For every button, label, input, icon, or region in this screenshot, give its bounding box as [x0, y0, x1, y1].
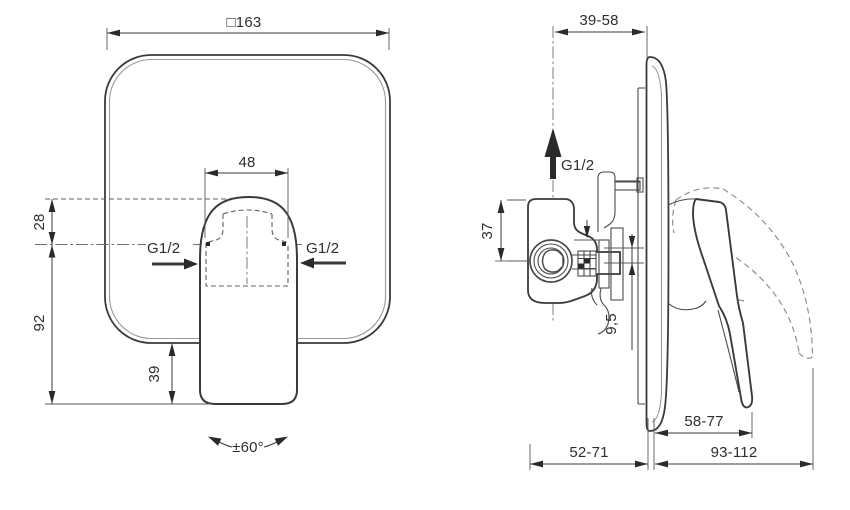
sleeve-grid-mark-2: [578, 263, 584, 269]
gap-reference-arrow-icon: [583, 226, 591, 238]
inlet-bore: [541, 249, 564, 273]
left-port-marker: [206, 242, 210, 246]
faceplate-side-inner-edge: [651, 65, 663, 423]
escutcheon-side-profile: [637, 56, 670, 432]
outlet-arrow-shaft: [550, 155, 556, 179]
swing-arrow-right-icon: [274, 436, 288, 446]
lever-handle-side-outline: [692, 197, 754, 409]
left-inlet-port-label: G1/2: [147, 240, 180, 257]
port-offset-dim-label: 28: [31, 213, 48, 230]
plate-gap-dimension: 9,5: [574, 220, 644, 350]
handle-overhang-dimension: 39: [146, 343, 176, 404]
lever-handle-side: [667, 197, 754, 409]
plate-width-dim-label: □163: [227, 14, 262, 31]
left-inlet-callout: G1/2: [147, 240, 198, 270]
right-port-marker: [282, 242, 286, 246]
swing-arrow-left-icon: [208, 436, 222, 446]
mounting-depth-dimension: 39-58: [555, 12, 648, 58]
wall-sleeve: [637, 87, 645, 405]
centerlines-front: [35, 198, 303, 245]
fixing-screw-cap: [636, 177, 644, 193]
front-view: □163 48 28 92 39: [31, 14, 391, 456]
top-outlet-port-label: G1/2: [561, 157, 594, 174]
right-inlet-callout: G1/2: [300, 240, 346, 269]
handle-blade-inner-line: [717, 309, 740, 393]
bottom-dimensions: 52-71 58-77 93-112: [529, 368, 814, 470]
connector-piece: [598, 239, 610, 289]
handle-width-dimension: 48: [204, 154, 289, 238]
plate-width-dimension: □163: [106, 14, 390, 50]
max-projection-dim-label: 93-112: [711, 444, 758, 461]
sleeve-grid-mark-1: [584, 258, 590, 264]
mounting-depth-dim-label: 39-58: [579, 12, 618, 29]
cartridge-bracket: [597, 171, 641, 232]
inlet-boss-mid: [533, 243, 569, 279]
outlet-up-arrow-icon: [544, 128, 562, 157]
left-inlet-arrow-icon: [184, 258, 198, 270]
lever-handle-front: [199, 195, 298, 405]
body-to-wall-dim-label: 52-71: [569, 444, 608, 461]
body-height-dim-label: 37: [479, 222, 496, 239]
handle-hub-edges: [667, 198, 707, 311]
right-inlet-arrow-icon: [300, 257, 314, 269]
fixing-screw-pin: [614, 180, 641, 191]
handle-projection-dim-label: 58-77: [684, 413, 723, 430]
inlet-boss-outer: [529, 239, 573, 283]
side-view: G1/2 39-58: [479, 12, 814, 470]
plate-gap-dim-label: 9,5: [603, 313, 620, 334]
body-height-dimension: 37: [479, 199, 528, 262]
handle-swing-angle-label: ±60°: [232, 439, 264, 456]
hidden-cartridge-outline: [205, 209, 289, 287]
swing-angle-callout: ±60°: [208, 436, 288, 456]
handle-overhang-dim-label: 39: [146, 365, 163, 382]
handle-width-dim-label: 48: [238, 154, 255, 171]
center-to-handle-bottom-dim-label: 92: [31, 314, 48, 331]
body-foot: [591, 287, 610, 335]
inlet-boss-inner: [537, 247, 565, 275]
fixing-flange: [610, 227, 624, 301]
right-inlet-port-label: G1/2: [306, 240, 339, 257]
left-dimension-stack: 28 92: [31, 199, 212, 405]
valve-body-outline: [527, 198, 621, 304]
valve-body-side: [527, 171, 644, 335]
faceplate-side-outline: [645, 56, 670, 432]
outlet-callout: G1/2: [544, 128, 594, 179]
